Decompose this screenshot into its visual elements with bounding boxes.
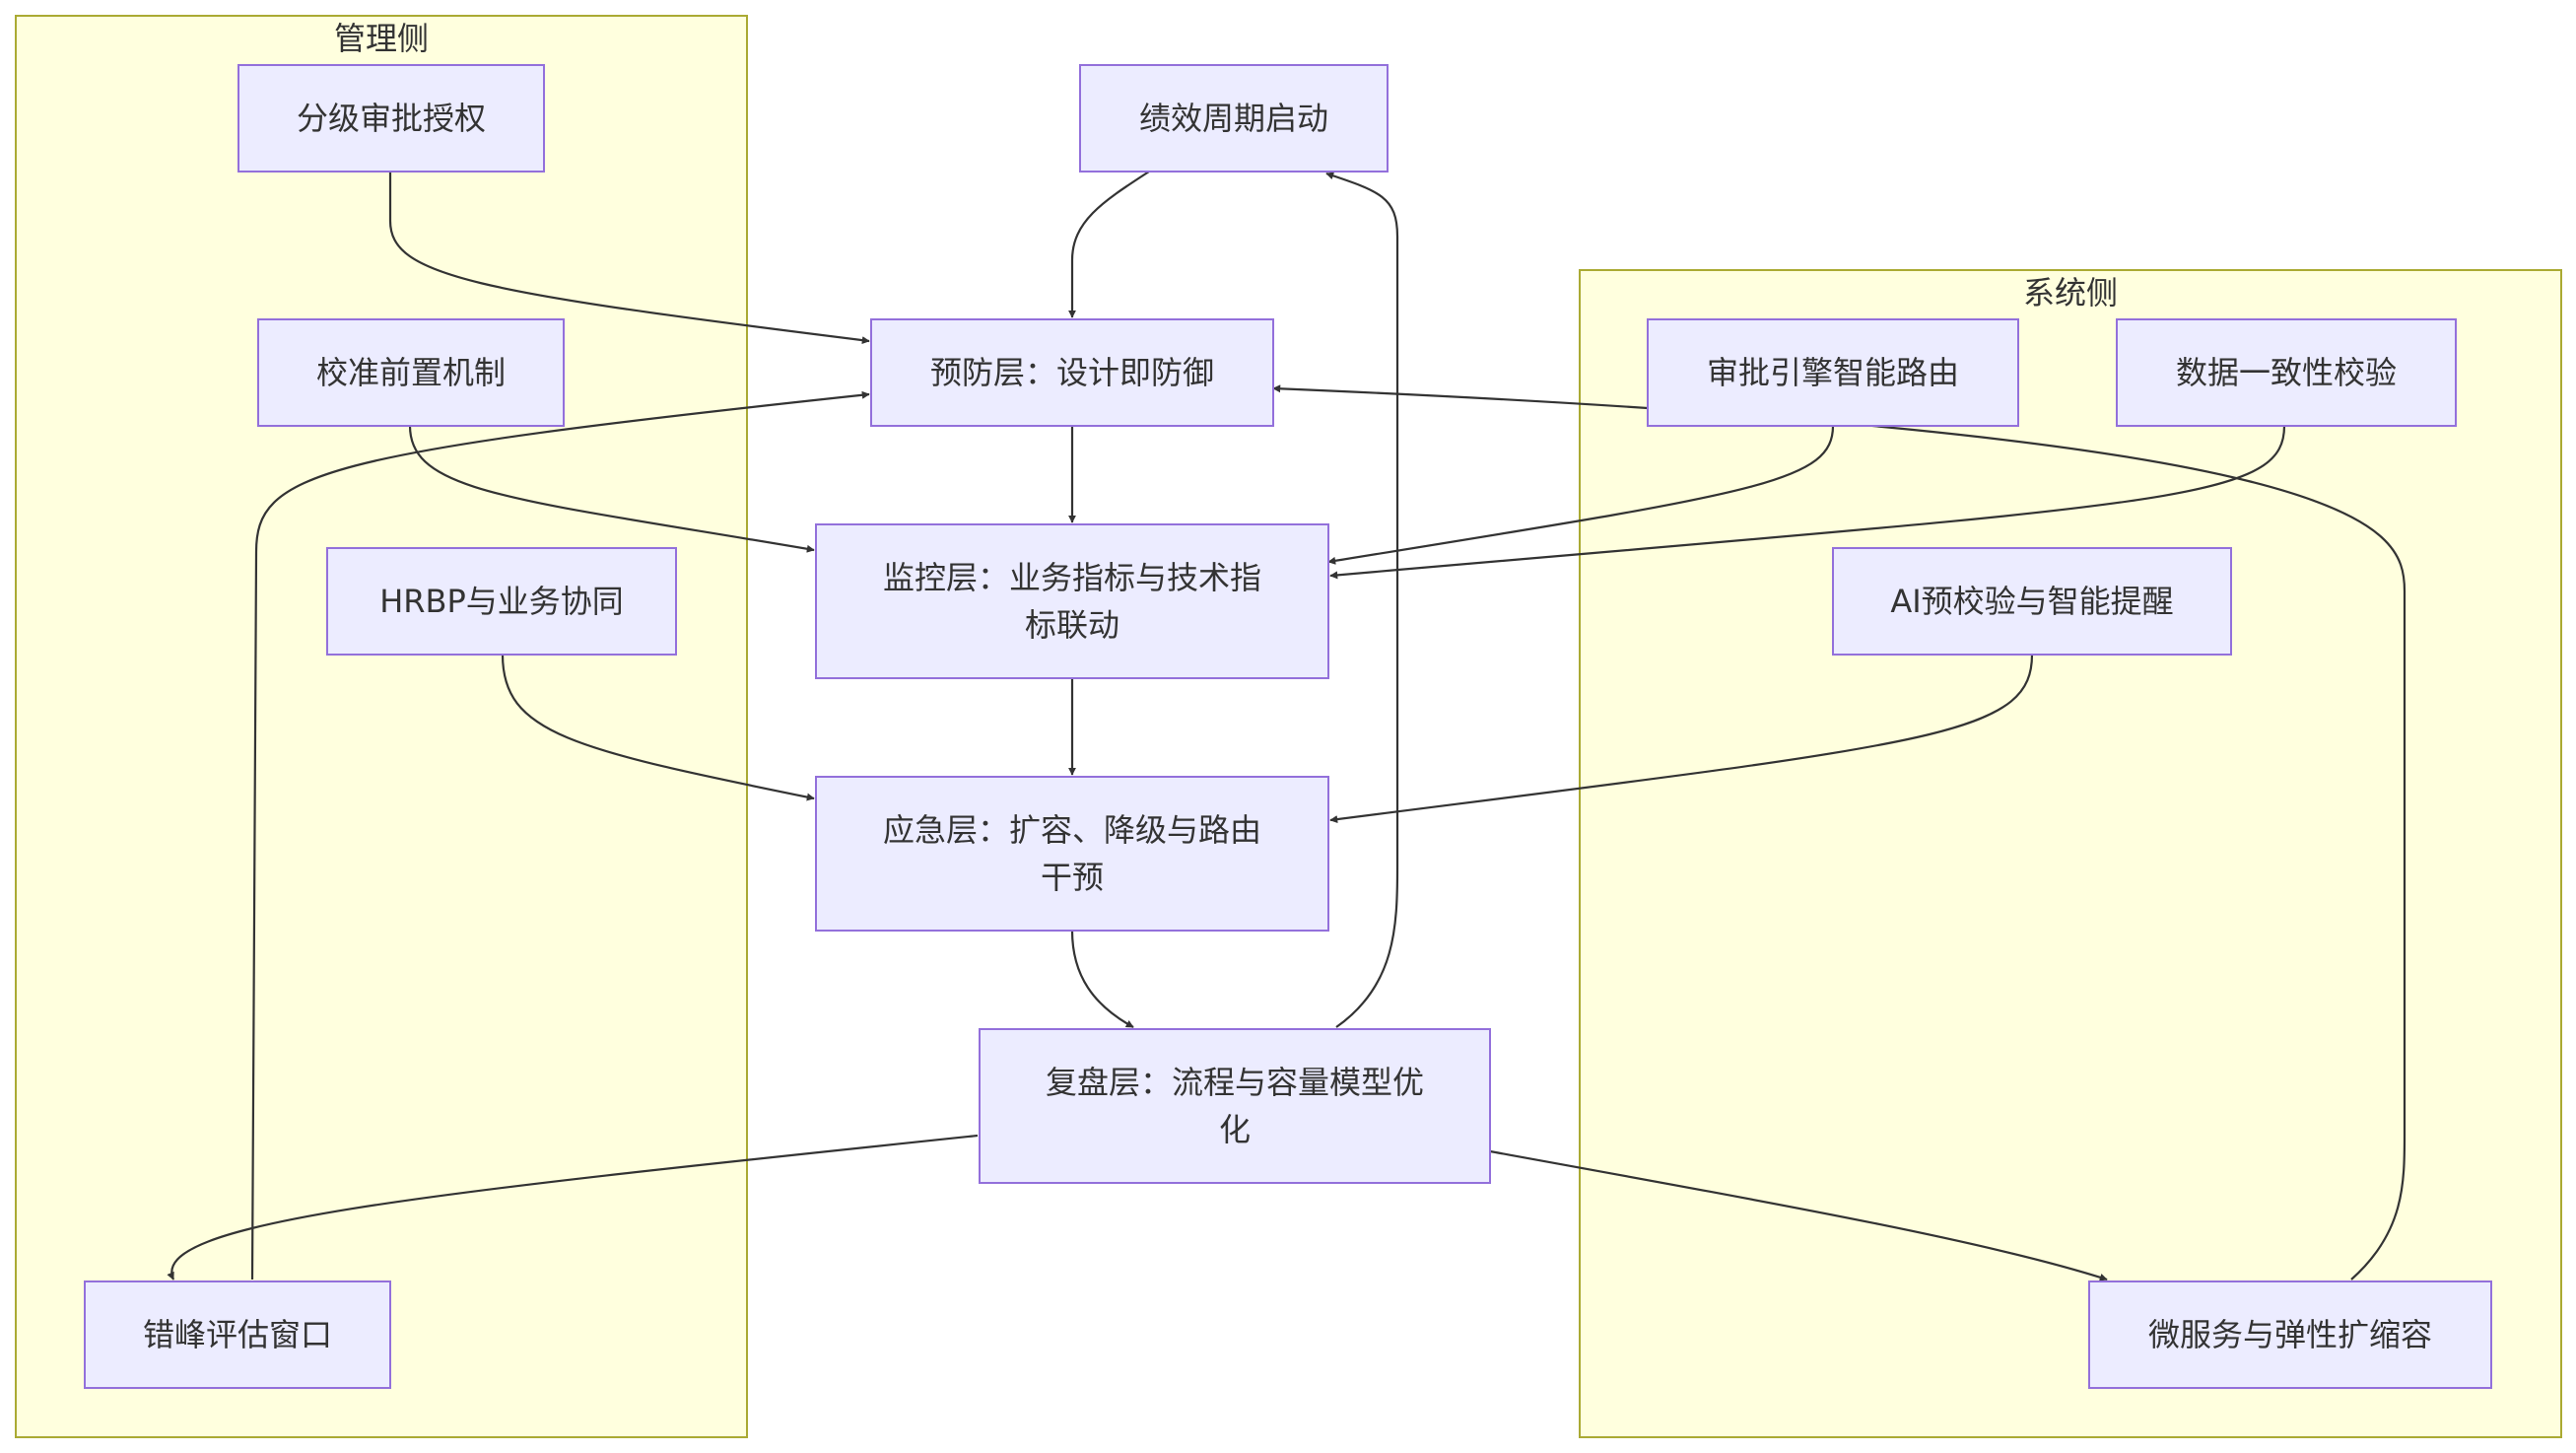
node-approval-engine-label: 审批引擎智能路由: [1707, 354, 1959, 391]
node-calibration-label: 校准前置机制: [316, 354, 506, 391]
edge-ai-precheck-to-emergency: [1329, 654, 2034, 824]
node-cycle-start-label: 绩效周期启动: [1139, 100, 1328, 137]
node-offpeak: 错峰评估窗口: [84, 1280, 391, 1389]
cluster-system: 系统侧: [1579, 269, 2562, 1438]
node-cycle-start: 绩效周期启动: [1079, 64, 1389, 173]
node-prevention-label: 预防层：设计即防御: [930, 354, 1214, 391]
node-label-line: 复盘层：流程与容量模型优: [1046, 1064, 1424, 1101]
node-label-line: 干预: [1041, 859, 1104, 896]
node-ai-precheck-label: AI预校验与智能提醒: [1890, 583, 2173, 620]
node-label-line: 校准前置机制: [316, 354, 506, 391]
node-data-consistency: 数据一致性校验: [2116, 318, 2457, 427]
node-emergency: 应急层：扩容、降级与路由干预: [815, 776, 1329, 932]
node-review: 复盘层：流程与容量模型优化: [979, 1028, 1491, 1184]
node-tiered-approval: 分级审批授权: [237, 64, 545, 173]
node-label-line: AI预校验与智能提醒: [1890, 583, 2173, 620]
node-review-label: 复盘层：流程与容量模型优化: [1046, 1064, 1424, 1148]
node-tiered-approval-label: 分级审批授权: [297, 100, 486, 137]
node-monitoring: 监控层：业务指标与技术指标联动: [815, 523, 1329, 679]
node-hrbp-label: HRBP与业务协同: [379, 583, 624, 620]
cluster-system-label: 系统侧: [2023, 274, 2118, 311]
edge-calibration-to-monitoring: [408, 425, 815, 553]
node-label-line: 审批引擎智能路由: [1707, 354, 1959, 391]
node-label-line: 数据一致性校验: [2176, 354, 2397, 391]
edge-review-to-cycle: [1325, 172, 1399, 1028]
edge-emergency-to-review: [1070, 930, 1134, 1028]
edge-approval-engine-to-monitoring: [1327, 425, 1835, 565]
node-label-line: 分级审批授权: [297, 100, 486, 137]
node-label-line: 监控层：业务指标与技术指: [883, 559, 1261, 596]
node-prevention: 预防层：设计即防御: [870, 318, 1274, 427]
node-label-line: 预防层：设计即防御: [930, 354, 1214, 391]
node-emergency-label: 应急层：扩容、降级与路由干预: [883, 811, 1261, 896]
node-label-line: 标联动: [1025, 606, 1119, 644]
node-offpeak-label: 错峰评估窗口: [143, 1316, 332, 1353]
edge-data-consistency-to-monitoring: [1329, 425, 2286, 580]
node-monitoring-label: 监控层：业务指标与技术指标联动: [883, 559, 1261, 644]
node-label-line: HRBP与业务协同: [379, 583, 624, 620]
cluster-management: 管理侧: [15, 15, 748, 1438]
edge-tiered-approval-to-prevention: [388, 172, 870, 345]
edge-cycle-to-prevention: [1068, 171, 1150, 318]
edge-hrbp-to-emergency: [501, 654, 815, 801]
edge-offpeak-to-prevention: [250, 390, 870, 1280]
node-label-line: 应急层：扩容、降级与路由: [883, 811, 1261, 849]
node-microservices-label: 微服务与弹性扩缩容: [2148, 1316, 2432, 1353]
node-calibration: 校准前置机制: [257, 318, 565, 427]
node-label-line: 绩效周期启动: [1139, 100, 1328, 137]
node-ai-precheck: AI预校验与智能提醒: [1832, 547, 2232, 656]
node-microservices: 微服务与弹性扩缩容: [2088, 1280, 2492, 1389]
node-approval-engine: 审批引擎智能路由: [1647, 318, 2019, 427]
edge-review-to-microservices: [1489, 1149, 2108, 1281]
edge-review-to-offpeak: [167, 1134, 979, 1280]
node-label-line: 微服务与弹性扩缩容: [2148, 1316, 2432, 1353]
node-label-line: 化: [1219, 1111, 1251, 1148]
node-data-consistency-label: 数据一致性校验: [2176, 354, 2397, 391]
node-hrbp: HRBP与业务协同: [326, 547, 677, 656]
cluster-management-label: 管理侧: [334, 20, 429, 57]
node-label-line: 错峰评估窗口: [143, 1316, 332, 1353]
